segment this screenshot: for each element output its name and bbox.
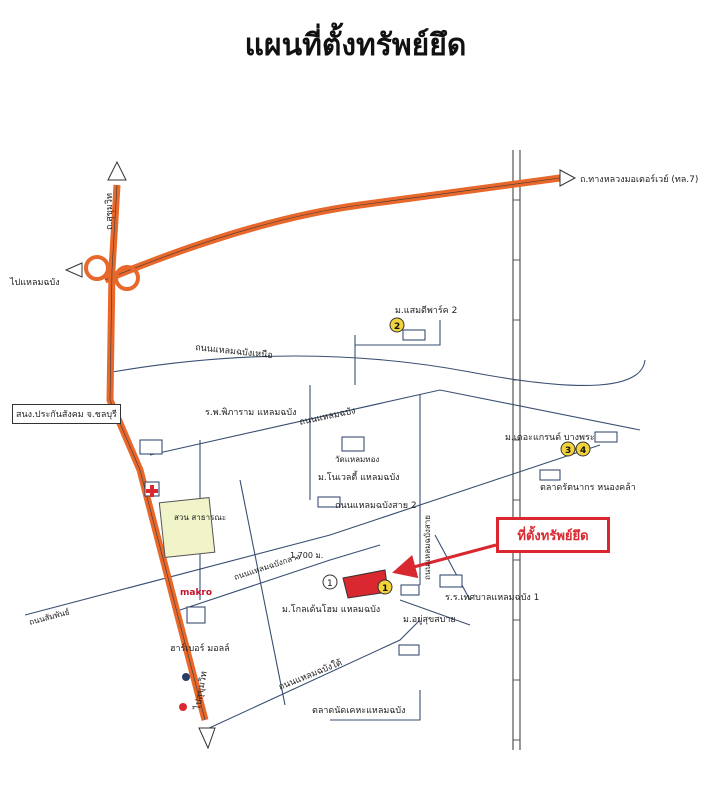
- label-market-ratta: ตลาดรัตนากร หนองคล้า: [540, 482, 636, 493]
- school-icon: [439, 574, 463, 588]
- railway: [512, 150, 521, 750]
- label-sampan-road: ถนนสัมพันธ์: [28, 606, 71, 626]
- marker-3: [560, 441, 576, 457]
- label-golden-home: ม.โกลเด้นโฮม แหลมฉบัง: [282, 604, 380, 615]
- housing-samed-icon: [402, 329, 426, 341]
- map-title: แผนที่ตั้งทรัพย์ยึด: [244, 28, 467, 63]
- svg-text:3: 3: [565, 446, 571, 456]
- label-distance: 1,700 ม.: [290, 551, 323, 560]
- housing-sukssabai-icon: [400, 584, 420, 596]
- marker-1-road: [322, 574, 338, 590]
- marker-4: [575, 441, 591, 457]
- motorway-arrow-east: [559, 169, 577, 187]
- label-samed-park: ม.แสมดีพาร์ค 2: [395, 304, 457, 316]
- svg-text:1: 1: [382, 584, 388, 594]
- label-hospital: ร.พ.พิภาราม แหลมฉบัง: [205, 407, 297, 418]
- housing-grand-icon: [594, 431, 618, 443]
- label-south-road: ถนนแหลมฉบังใต้: [277, 657, 344, 693]
- temple-icon: [341, 436, 365, 452]
- interchange-ring-left: [84, 255, 110, 281]
- callout-arrow: [392, 543, 497, 579]
- marker-1-subject: [377, 579, 393, 595]
- park-label: สวน สาธารณะ: [174, 513, 226, 522]
- label-to-laemchabang: ไปแหลมฉบัง: [9, 277, 60, 288]
- interchange-ring-right: [114, 265, 140, 291]
- svg-text:2: 2: [394, 322, 400, 332]
- label-social-security-office: สนง.ประกันสังคม จ.ชลบุรี: [12, 404, 121, 424]
- market-ratta-icon: [539, 469, 561, 481]
- label-sukhumvit: ถ.สุขุมวิท: [104, 193, 115, 230]
- sukhumvit-road: [106, 160, 216, 750]
- park-area: [158, 496, 216, 559]
- subject-property-callout: ที่ตั้งทรัพย์ยึด: [496, 517, 610, 553]
- housing-novel-icon: [317, 496, 341, 508]
- label-motorway: ถ.ทางหลวงมอเตอร์เวย์ (ทล.7): [580, 173, 698, 185]
- label-market-nat: ตลาดนัดเคหะแหลมฉบัง: [312, 706, 406, 716]
- label-harbor-mall: ฮาร์เบอร์ มอลล์: [170, 642, 230, 654]
- marker-2: [389, 317, 405, 333]
- svg-text:1: 1: [327, 579, 333, 589]
- building-icons: [139, 329, 618, 656]
- label-novel-village: ม.โนเวลตี้ แหลมฉบัง: [318, 470, 400, 483]
- arrow-south: [198, 727, 216, 750]
- office-building-icon: [139, 439, 163, 455]
- arrow-west: [64, 262, 83, 278]
- label-road-vertical: ถนนแหลมฉบังสาย: [423, 515, 432, 580]
- label-temple: วัดแหลมทอง: [335, 455, 379, 464]
- svg-text:4: 4: [580, 446, 586, 456]
- motorway-route: [64, 169, 577, 291]
- label-makro: makro: [180, 588, 212, 598]
- label-laemchabang-road: ถนนแหลมฉบัง: [299, 406, 357, 428]
- arrow-north: [107, 160, 127, 181]
- hospital-cross-icon: [146, 485, 158, 497]
- label-grand: ม.เดอะแกรนด์ บางพระ: [505, 431, 595, 443]
- gas-station-icon-2: [182, 673, 190, 681]
- gas-station-icon: [179, 703, 187, 711]
- label-road-2: ถนนแหลมฉบังสาย 2: [335, 501, 417, 511]
- makro-store-icon: [186, 606, 206, 624]
- label-sukssabai: ม.อยู่สุขสบาย: [403, 615, 456, 625]
- label-school: ร.ร.เทศบาลแหลมฉบัง 1: [445, 593, 539, 603]
- market-nat-icon: [398, 644, 420, 656]
